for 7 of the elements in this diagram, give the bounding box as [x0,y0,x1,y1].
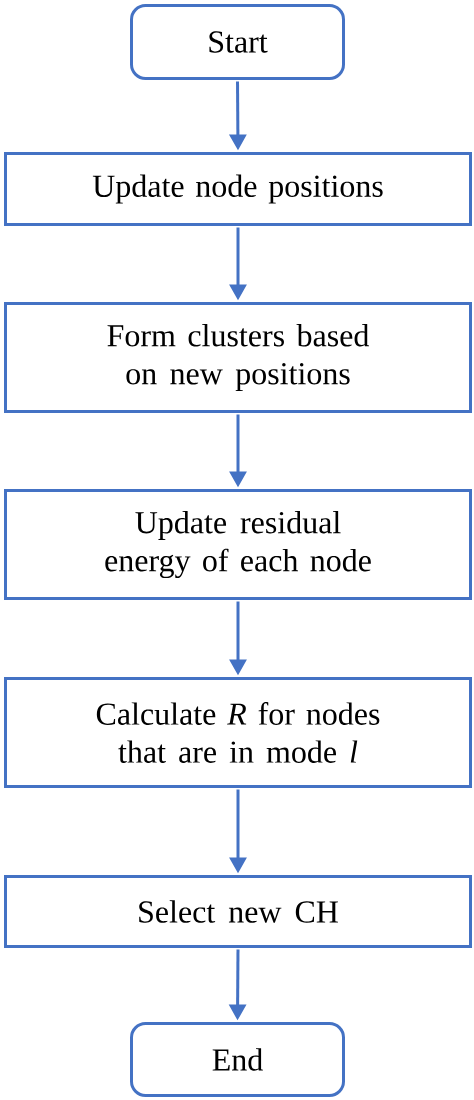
process-box: Calculate R for nodes that are in mode l [4,677,472,788]
process-box: Update node positions [4,152,472,226]
terminal-box: End [130,1022,345,1097]
terminal-box: Start [130,4,345,80]
process-box: Form clusters based on new positions [4,302,472,413]
process-box: Update residual energy of each node [4,489,472,600]
process-box: Select new CH [4,875,472,948]
